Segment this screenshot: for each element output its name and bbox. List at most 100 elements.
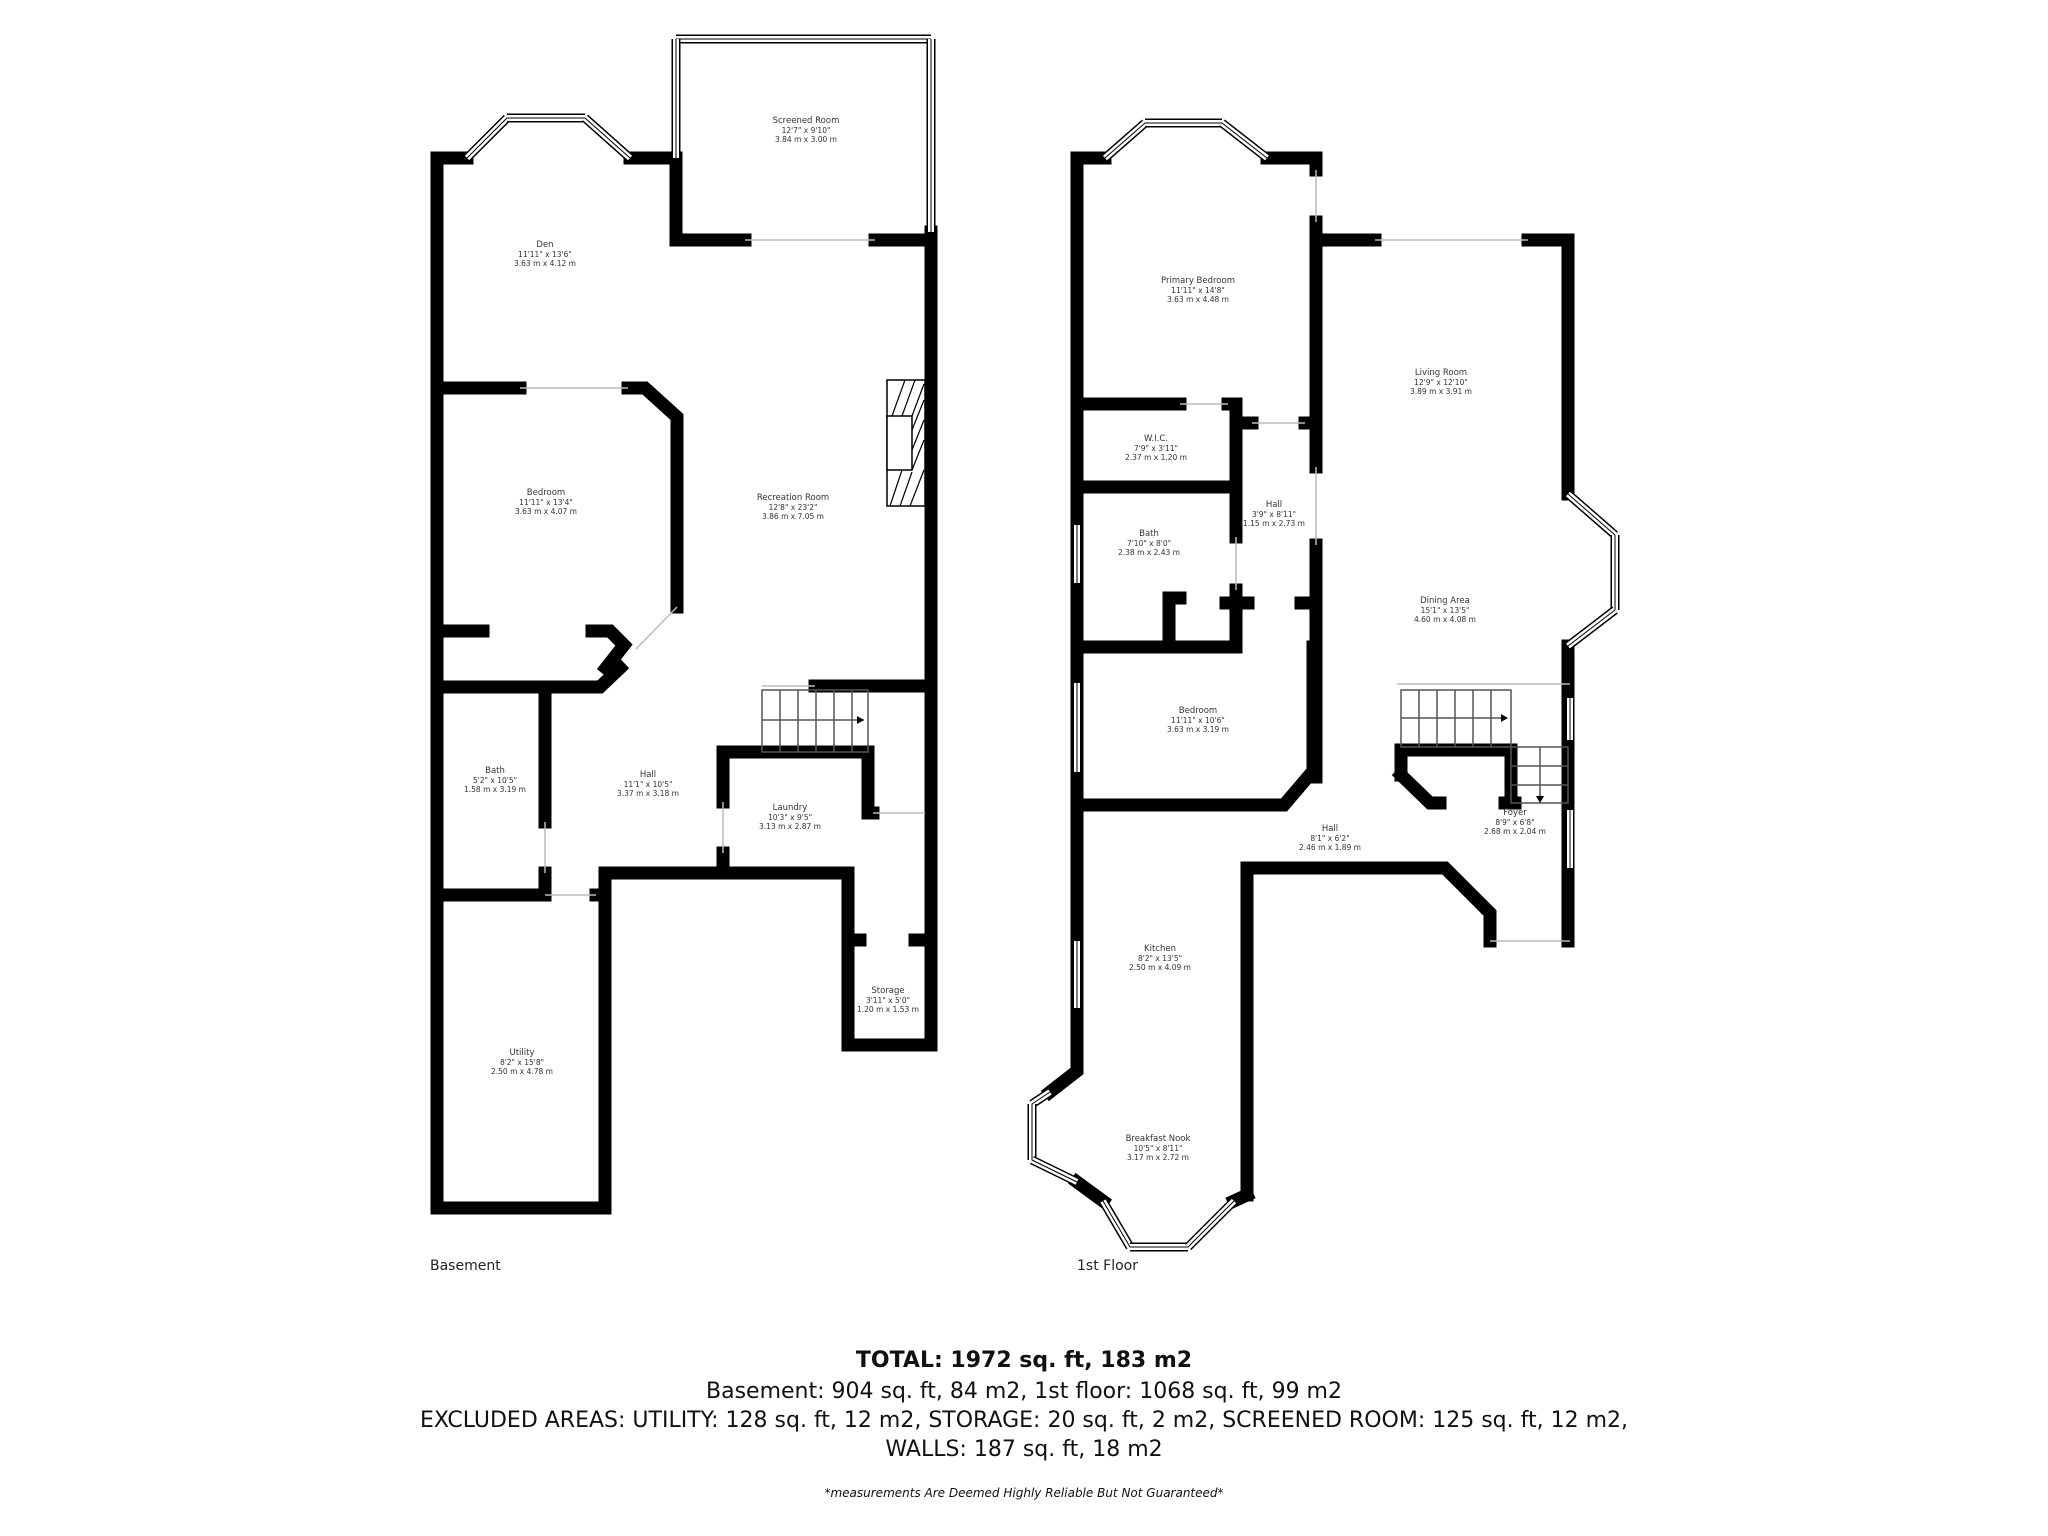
first-floor-openings [1180, 170, 1570, 942]
window [1221, 122, 1268, 159]
hall-lower-wall [1240, 861, 1497, 1202]
room-imperial: 11'1" x 10'5" [624, 780, 673, 789]
room-name: Hall [1322, 824, 1338, 834]
room-imperial: 7'10" x 8'0" [1127, 539, 1171, 548]
bedroom-walls [1070, 640, 1320, 812]
bath-closet-walls [1162, 591, 1323, 654]
total-area: TOTAL: 1972 sq. ft, 183 m2 [855, 1348, 1193, 1373]
room-imperial: 8'2" x 13'5" [1138, 954, 1182, 963]
room-imperial: 11'11" x 13'4" [519, 498, 573, 507]
room-imperial: 10'5" x 8'11" [1134, 1144, 1183, 1153]
room-imperial: 7'9" x 3'11" [1134, 444, 1178, 453]
room-name: Laundry [773, 803, 808, 813]
room-name: Living Room [1415, 368, 1467, 378]
room-metric: 3.63 m x 3.19 m [1167, 725, 1229, 734]
room-metric: 2.50 m x 4.78 m [491, 1067, 553, 1076]
room-metric: 2.68 m x 2.04 m [1484, 827, 1546, 836]
room-metric: 2.37 m x 1.20 m [1125, 453, 1187, 462]
room-label: W.I.C.7'9" x 3'11"2.37 m x 1.20 m [1125, 434, 1187, 462]
room-name: Foyer [1503, 808, 1527, 818]
room-metric: 3.37 m x 3.18 m [617, 789, 679, 798]
room-name: Kitchen [1144, 944, 1176, 954]
room-name: Bath [1139, 529, 1159, 539]
basement-plan [430, 151, 938, 1215]
room-imperial: 3'9" x 8'11" [1252, 510, 1296, 519]
breakfast-nook-wall [1225, 1186, 1256, 1210]
room-name: W.I.C. [1144, 434, 1168, 444]
window [584, 117, 631, 159]
room-metric: 3.89 m x 3.91 m [1410, 387, 1472, 396]
room-imperial: 8'9" x 6'8" [1495, 818, 1534, 827]
basement-stairs [761, 689, 869, 753]
room-metric: 3.63 m x 4.07 m [515, 507, 577, 516]
floor-areas: Basement: 904 sq. ft, 84 m2, 1st floor: … [706, 1379, 1342, 1404]
den-top-wall [623, 151, 752, 247]
room-imperial: 11'11" x 14'8" [1171, 286, 1225, 295]
room-imperial: 8'2" x 15'8" [500, 1058, 544, 1067]
room-imperial: 10'3" x 9'5" [768, 813, 812, 822]
room-name: Hall [640, 770, 656, 780]
first-floor-stairs [1400, 689, 1569, 804]
room-name: Recreation Room [757, 493, 829, 503]
room-imperial: 12'9" x 12'10" [1414, 378, 1468, 387]
room-metric: 3.86 m x 7.05 m [762, 512, 824, 521]
room-imperial: 5'2" x 10'5" [473, 776, 517, 785]
window [1104, 122, 1146, 159]
room-imperial: 15'1" x 13'5" [1421, 606, 1470, 615]
room-name: Utility [509, 1048, 534, 1058]
room-imperial: 12'7" x 9'10" [782, 126, 831, 135]
room-metric: 3.63 m x 4.48 m [1167, 295, 1229, 304]
room-metric: 2.46 m x 1.89 m [1299, 843, 1361, 852]
first-floor-left-wall [1040, 151, 1113, 1211]
room-metric: 4.60 m x 4.08 m [1414, 615, 1476, 624]
first-floor-label: 1st Floor [1077, 1258, 1138, 1274]
room-name: Breakfast Nook [1126, 1134, 1191, 1144]
excluded-areas: EXCLUDED AREAS: UTILITY: 128 sq. ft, 12 … [419, 1408, 1629, 1433]
window [466, 117, 508, 159]
room-metric: 1.58 m x 3.19 m [464, 785, 526, 794]
window [1031, 1159, 1078, 1183]
basement-openings [520, 239, 925, 896]
room-metric: 3.13 m x 2.87 m [759, 822, 821, 831]
window [1567, 609, 1616, 647]
room-metric: 2.50 m x 4.09 m [1129, 963, 1191, 972]
window [1031, 1091, 1051, 1105]
room-name: Screened Room [773, 116, 840, 126]
room-imperial: 11'11" x 10'6" [1171, 716, 1225, 725]
room-metric: 3.17 m x 2.72 m [1127, 1153, 1189, 1162]
room-name: Dining Area [1420, 596, 1470, 606]
room-imperial: 3'11" x 5'0" [866, 996, 910, 1005]
room-name: Bedroom [527, 488, 565, 498]
room-metric: 3.63 m x 4.12 m [514, 259, 576, 268]
window [1567, 493, 1616, 536]
room-imperial: 11'11" x 13'6" [518, 250, 572, 259]
window [1187, 1200, 1235, 1248]
room-name: Den [536, 240, 553, 250]
room-name: Storage [871, 986, 904, 996]
room-name: Bath [485, 766, 505, 776]
room-metric: 1.20 m x 1.53 m [857, 1005, 919, 1014]
first-floor-plan [1040, 151, 1575, 1211]
room-name: Primary Bedroom [1161, 276, 1235, 286]
disclaimer: *measurements Are Deemed Highly Reliable… [824, 1486, 1224, 1500]
window [1102, 1200, 1131, 1248]
